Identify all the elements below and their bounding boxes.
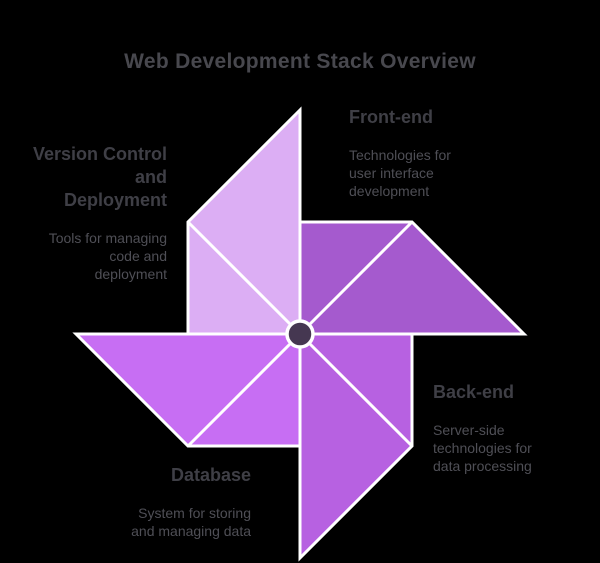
blade-database-shape xyxy=(72,332,302,448)
blade-front-end-shape xyxy=(298,220,528,336)
section-front-end: Front-end Technologies for user interfac… xyxy=(349,106,509,200)
section-version-control: Version Control and Deployment Tools for… xyxy=(7,143,167,283)
section-version-control-label: Version Control and Deployment xyxy=(32,144,167,210)
blade-back-end xyxy=(298,332,414,562)
section-version-control-description: Tools for managing code and deployment xyxy=(48,230,167,282)
section-database: Database System for storing and managing… xyxy=(91,464,251,540)
blade-version-control xyxy=(186,106,302,336)
blade-back-end-divider xyxy=(298,332,414,448)
section-back-end-label: Back-end xyxy=(433,382,515,402)
section-back-end: Back-end Server-side technologies for da… xyxy=(433,381,593,475)
section-database-label: Database xyxy=(170,465,251,485)
blade-back-end-shape xyxy=(298,332,414,562)
blade-version-control-divider xyxy=(186,220,302,336)
blade-database-divider xyxy=(186,332,302,448)
section-database-description: System for storing and managing data xyxy=(131,505,251,539)
section-front-end-description: Technologies for user interface developm… xyxy=(349,147,451,199)
blade-database xyxy=(72,332,302,448)
blade-front-end-divider xyxy=(298,220,414,336)
blade-front-end xyxy=(298,220,528,336)
section-front-end-label: Front-end xyxy=(349,107,433,127)
section-back-end-description: Server-side technologies for data proces… xyxy=(433,422,532,474)
blade-version-control-shape xyxy=(186,106,302,336)
pinwheel-center-dot xyxy=(285,319,315,349)
page-title: Web Development Stack Overview xyxy=(124,50,476,73)
